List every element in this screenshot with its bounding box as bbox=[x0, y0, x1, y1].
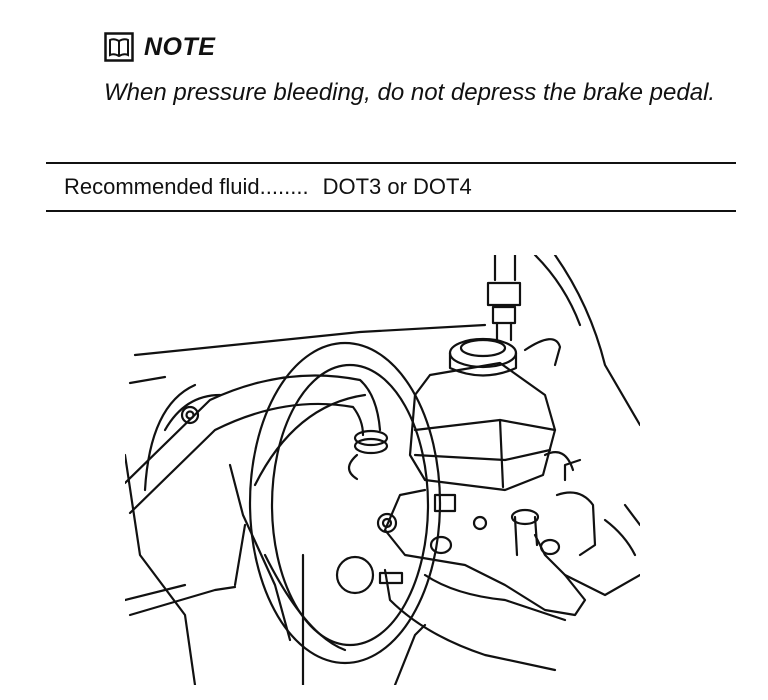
note-header: NOTE bbox=[104, 30, 215, 64]
brake-master-cylinder-illustration bbox=[125, 255, 640, 685]
divider-top bbox=[46, 162, 736, 164]
note-title: NOTE bbox=[144, 32, 216, 61]
recommended-fluid-value: DOT3 or DOT4 bbox=[322, 174, 472, 199]
note-text: When pressure bleeding, do not depress t… bbox=[104, 79, 716, 106]
divider-bottom bbox=[46, 210, 736, 212]
recommended-fluid-label: Recommended fluid........ bbox=[64, 174, 309, 199]
recommended-fluid-row: Recommended fluid........ DOT3 or DOT4 bbox=[64, 174, 472, 200]
manual-book-icon bbox=[104, 32, 134, 62]
